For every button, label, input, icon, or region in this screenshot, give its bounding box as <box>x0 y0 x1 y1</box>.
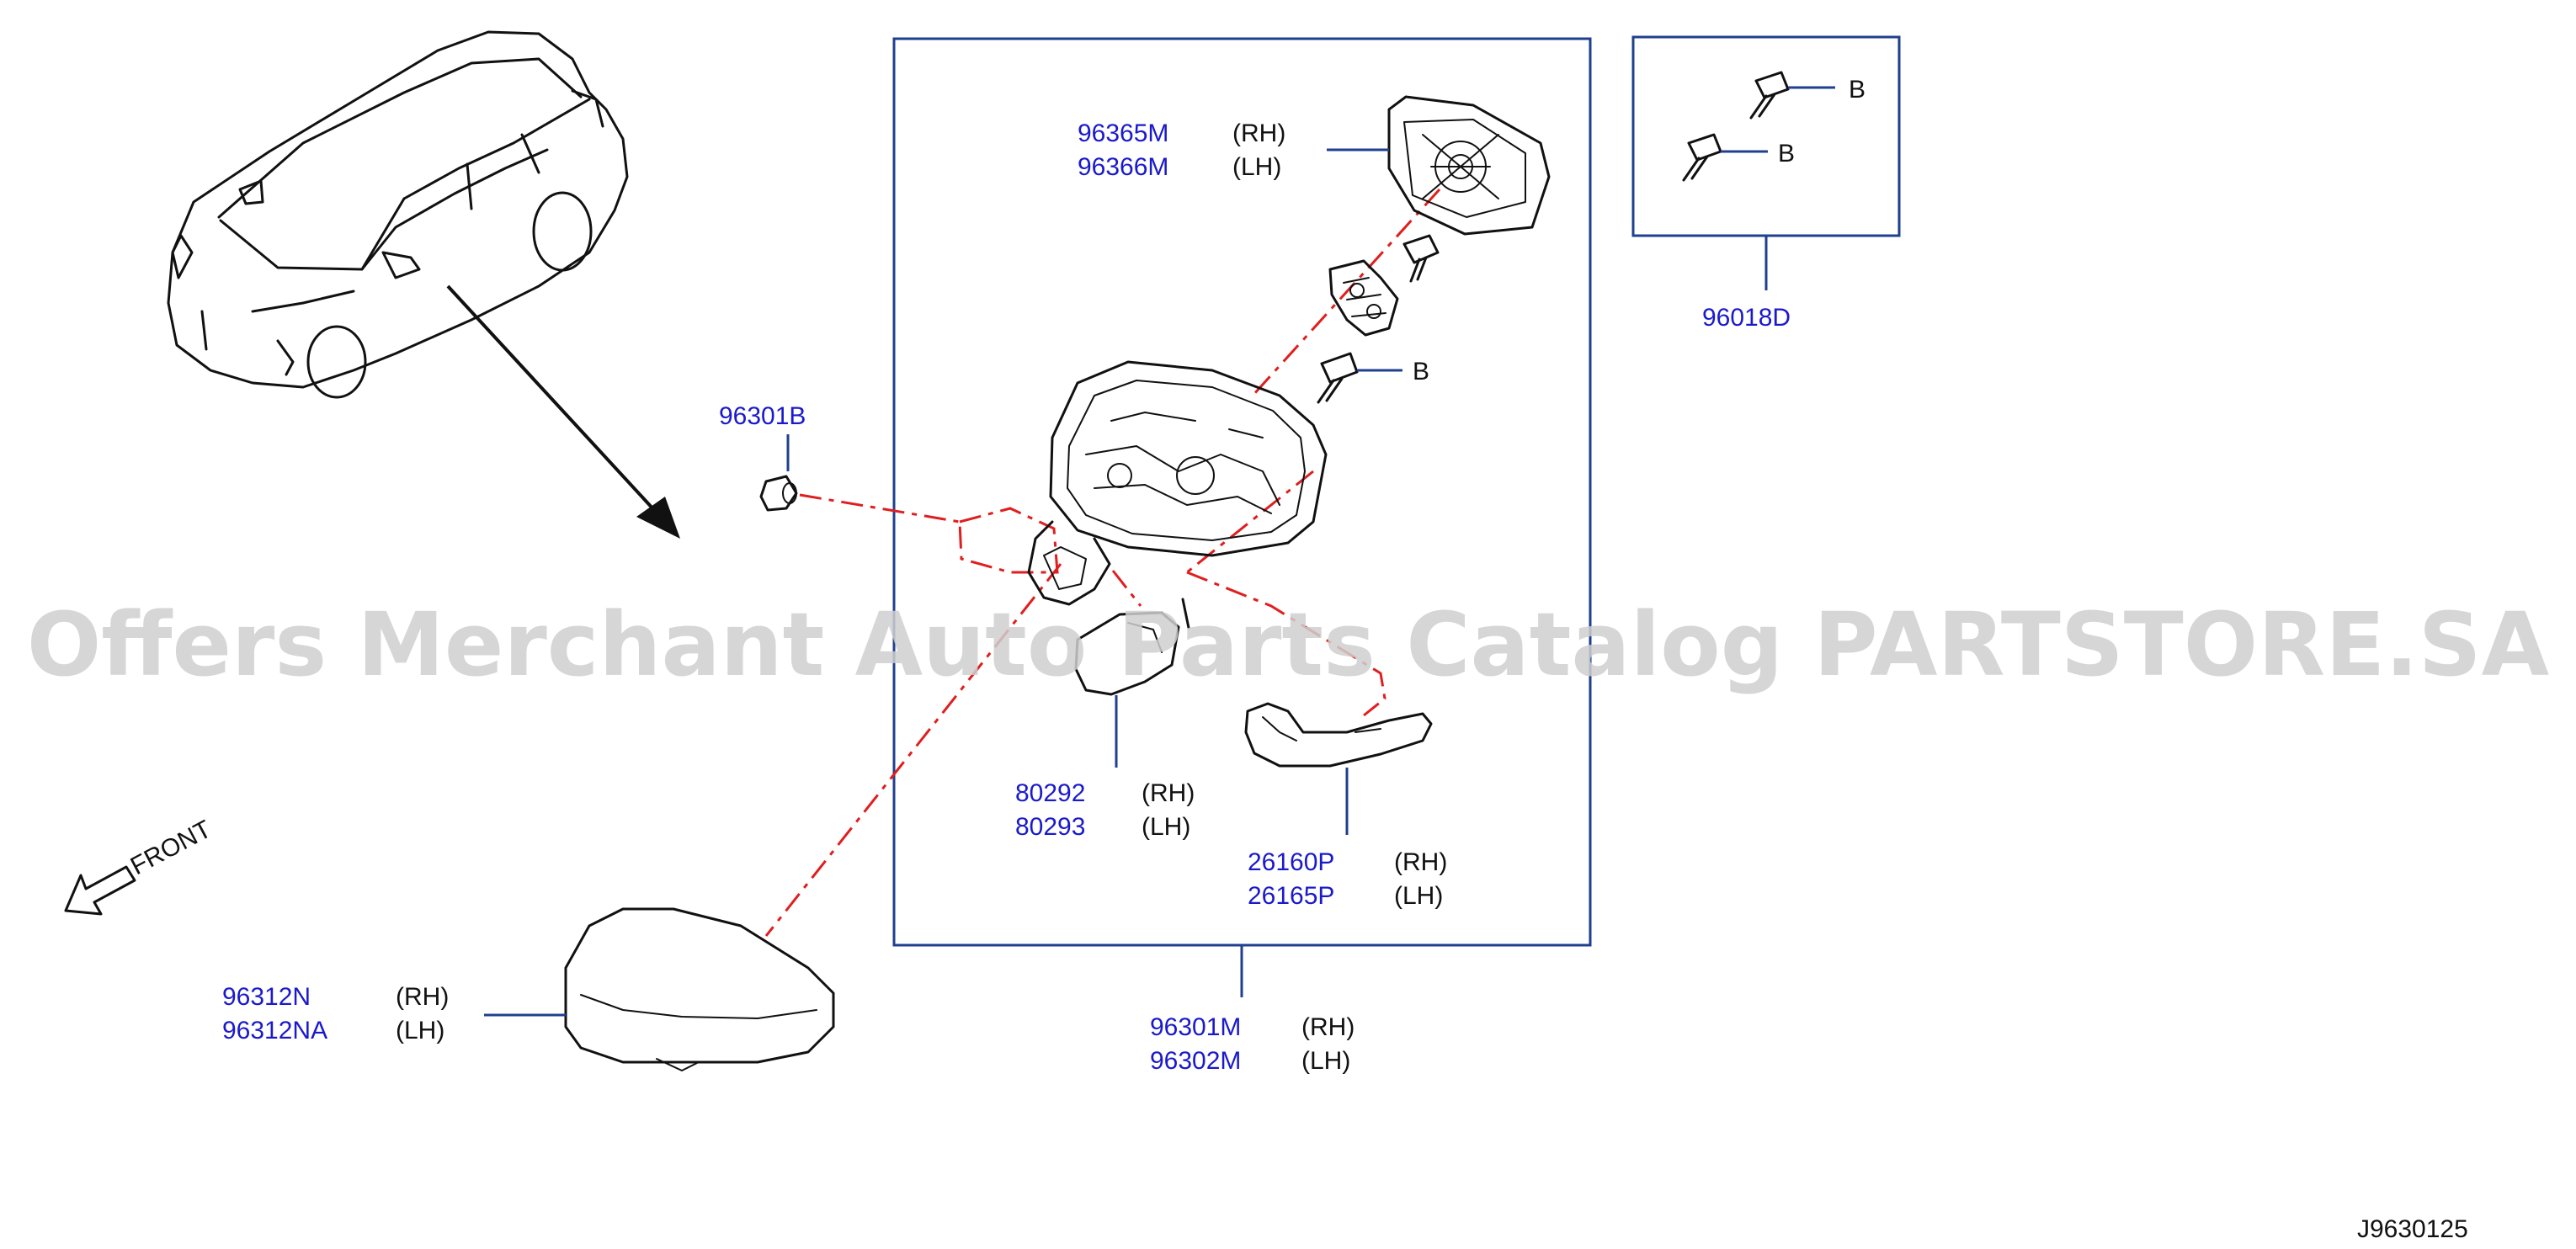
pointer-arrow <box>446 284 680 539</box>
base-cover-drawing[interactable] <box>1074 598 1190 696</box>
screw-kit-screw-2-icon <box>1682 133 1722 182</box>
screw-b-label-2: B <box>1778 140 1795 167</box>
front-direction-indicator: FRONT <box>64 816 216 916</box>
front-label: FRONT <box>126 816 216 881</box>
part-number-96366M[interactable]: 96366M <box>1078 153 1168 181</box>
side-rh: (RH) <box>1301 1013 1355 1041</box>
actuator-screw-icon <box>1402 234 1440 283</box>
actuator-drawing[interactable] <box>1328 259 1399 337</box>
callout-mirror-assembly[interactable]: 96301M (RH) 96302M (LH) <box>1150 1013 1355 1075</box>
part-number-80293[interactable]: 80293 <box>1015 813 1085 841</box>
part-number-96312NA[interactable]: 96312NA <box>222 1017 327 1044</box>
part-number-96365M[interactable]: 96365M <box>1078 120 1168 147</box>
side-rh: (RH) <box>396 983 449 1011</box>
part-number-96018D[interactable]: 96018D <box>1702 304 1791 332</box>
part-number-26165P[interactable]: 26165P <box>1248 882 1334 910</box>
side-rh: (RH) <box>1142 779 1195 807</box>
front-arrow-icon <box>64 865 136 916</box>
callout-mirror-cover[interactable]: 96312N (RH) 96312NA (LH) <box>222 983 449 1044</box>
side-lh: (LH) <box>1232 153 1281 181</box>
side-rh: (RH) <box>1232 120 1285 147</box>
callout-turn-lamp[interactable]: 26160P (RH) 26165P (LH) <box>1248 848 1447 910</box>
cap-nut-icon[interactable] <box>759 475 798 512</box>
vehicle-illustration <box>167 30 629 399</box>
bolt-b-label: B <box>1413 358 1429 385</box>
diagram-id: J9630125 <box>2357 1215 2468 1243</box>
bolt-b-icon[interactable] <box>1317 352 1359 404</box>
part-number-80292[interactable]: 80292 <box>1015 779 1085 807</box>
assembly-guide-lines <box>764 188 1441 937</box>
mirror-housing-drawing[interactable] <box>1027 360 1328 606</box>
side-lh: (LH) <box>1142 813 1190 841</box>
side-lh: (LH) <box>1301 1047 1350 1075</box>
screw-kit-frame <box>1631 35 1901 237</box>
callout-mirror-glass[interactable]: 96365M (RH) 96366M (LH) <box>1078 120 1285 181</box>
side-rh: (RH) <box>1394 848 1447 876</box>
callout-base-cover[interactable]: 80292 (RH) 80293 (LH) <box>1015 779 1195 841</box>
side-lh: (LH) <box>1394 882 1443 910</box>
part-number-26160P[interactable]: 26160P <box>1248 848 1334 876</box>
part-number-96301B[interactable]: 96301B <box>719 402 806 430</box>
part-number-96301M[interactable]: 96301M <box>1150 1013 1241 1041</box>
mirror-cover-drawing[interactable] <box>564 907 835 1071</box>
part-number-96312N[interactable]: 96312N <box>222 983 311 1011</box>
screw-kit-screw-1-icon <box>1749 71 1790 120</box>
screw-b-label-1: B <box>1849 76 1865 104</box>
turn-signal-lamp-drawing[interactable] <box>1244 702 1433 768</box>
side-lh: (LH) <box>396 1017 444 1044</box>
watermark-text: Offers Merchant Auto Parts Catalog PARTS… <box>27 593 2549 696</box>
part-number-96302M[interactable]: 96302M <box>1150 1047 1241 1075</box>
mirror-glass-drawing[interactable] <box>1387 95 1551 236</box>
